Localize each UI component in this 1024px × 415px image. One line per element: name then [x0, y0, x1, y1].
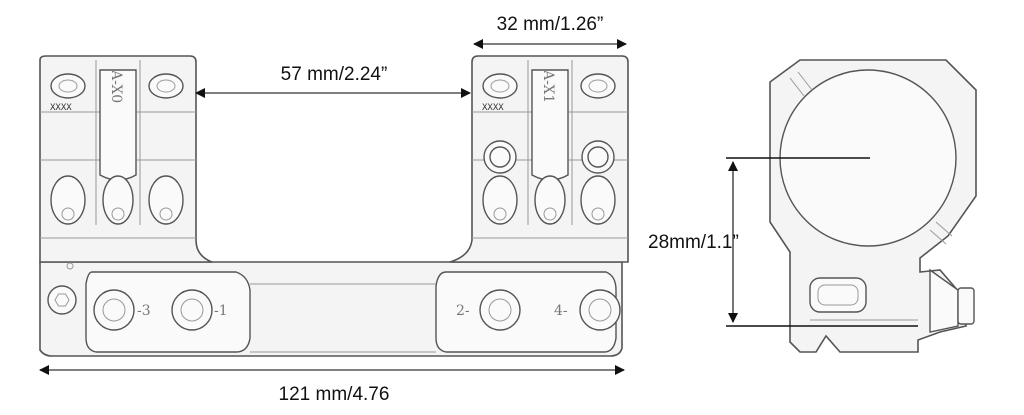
screw-label-1: -1 — [214, 303, 228, 319]
screw-label-4: 4- — [554, 303, 568, 319]
left-clamp-bar — [85, 271, 251, 353]
clamp-nut — [929, 268, 959, 333]
right-serial-mark: XXXX — [482, 103, 504, 113]
slot-icon — [482, 175, 518, 225]
dimension-lines — [39, 39, 918, 375]
mount-front-view: A-X0 A-X1 XXXX XXXX -3 -1 2- 4- — [39, 55, 629, 357]
hex-screw-icon — [47, 285, 77, 315]
left-ring-engraving: A-X0 — [108, 69, 124, 103]
clamp-knob — [957, 287, 975, 325]
left-serial-mark: XXXX — [50, 103, 72, 113]
torx-screw-icon — [479, 289, 521, 331]
recoil-slot — [809, 277, 867, 313]
screw-label-3: -3 — [137, 303, 151, 319]
right-clamp-bar — [435, 271, 617, 353]
slot-icon — [148, 175, 184, 225]
slot-icon — [50, 175, 86, 225]
top-screw-icon — [580, 73, 616, 99]
dim-label-gap: 57 mm/2.24” — [281, 64, 388, 85]
torx-screw-icon — [93, 289, 135, 331]
torx-screw-icon — [579, 289, 621, 331]
screw-label-2: 2- — [456, 303, 470, 319]
dim-label-length: 121 mm/4.76 — [279, 384, 390, 405]
dim-label-height: 28mm/1.1” — [648, 232, 739, 253]
torx-screw-icon — [171, 289, 213, 331]
top-screw-icon — [50, 73, 86, 99]
right-ring-engraving: A-X1 — [540, 69, 556, 103]
mount-side-view — [769, 59, 977, 353]
dim-label-width-top: 32 mm/1.26” — [497, 14, 604, 35]
top-screw-icon — [148, 73, 184, 99]
slot-icon — [102, 175, 134, 225]
slot-icon — [534, 175, 566, 225]
slot-icon — [580, 175, 616, 225]
top-screw-icon — [482, 73, 518, 99]
